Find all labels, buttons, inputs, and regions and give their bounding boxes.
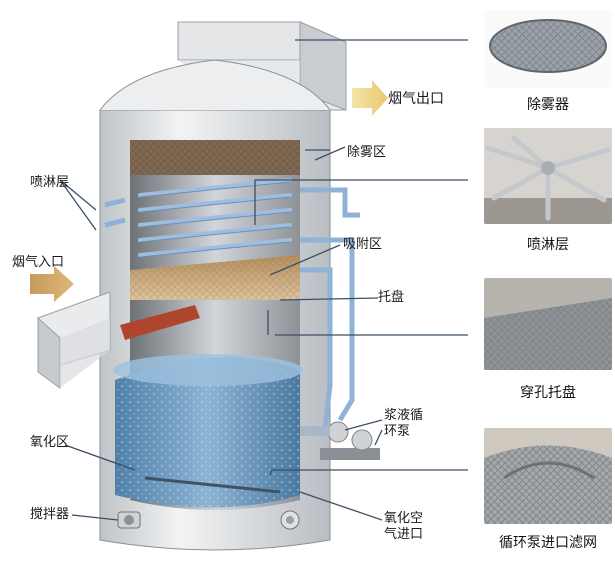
label-slurry-pump-line2: 环泵 [384, 424, 411, 439]
circulation-piping [104, 187, 360, 431]
label-slurry-pump-line1: 浆液循 [384, 408, 424, 423]
agitator-port [117, 511, 141, 529]
label-oxidation-zone: 氧化区 [30, 435, 70, 450]
tower-interior-cutaway [113, 140, 303, 510]
pump-inlet-strainer-photo [484, 428, 612, 524]
label-air-inlet-line2: 气进口 [384, 527, 424, 542]
spray-layer-photo [484, 128, 612, 224]
photo-caption-pump-inlet-strainer: 循环泵进口滤网 [499, 535, 597, 551]
photo-caption-demister: 除雾器 [527, 97, 569, 113]
leader-lines [59, 39, 468, 521]
photo-caption-spray-layer: 喷淋层 [527, 237, 569, 253]
label-spray-layer: 喷淋层 [30, 175, 70, 190]
demister-photo [484, 10, 612, 88]
label-flue-inlet: 烟气入口 [12, 255, 65, 270]
perforated-tray-photo [484, 278, 612, 370]
label-agitator: 搅拌器 [30, 507, 70, 522]
inlet-duct [37, 291, 111, 389]
slurry-circulation-pumps [300, 421, 380, 460]
label-absorption-zone: 吸附区 [343, 237, 383, 252]
label-flue-outlet: 烟气出口 [388, 91, 444, 107]
label-demister-zone: 除雾区 [347, 145, 387, 160]
label-tray: 托盘 [378, 290, 405, 305]
air-inlet-port [280, 510, 300, 530]
flue-gas-inlet-arrow [30, 266, 74, 302]
photo-caption-perforated-tray: 穿孔托盘 [520, 385, 576, 401]
flue-gas-outlet-arrow [352, 80, 388, 116]
label-air-inlet-line1: 氧化空 [384, 511, 424, 526]
